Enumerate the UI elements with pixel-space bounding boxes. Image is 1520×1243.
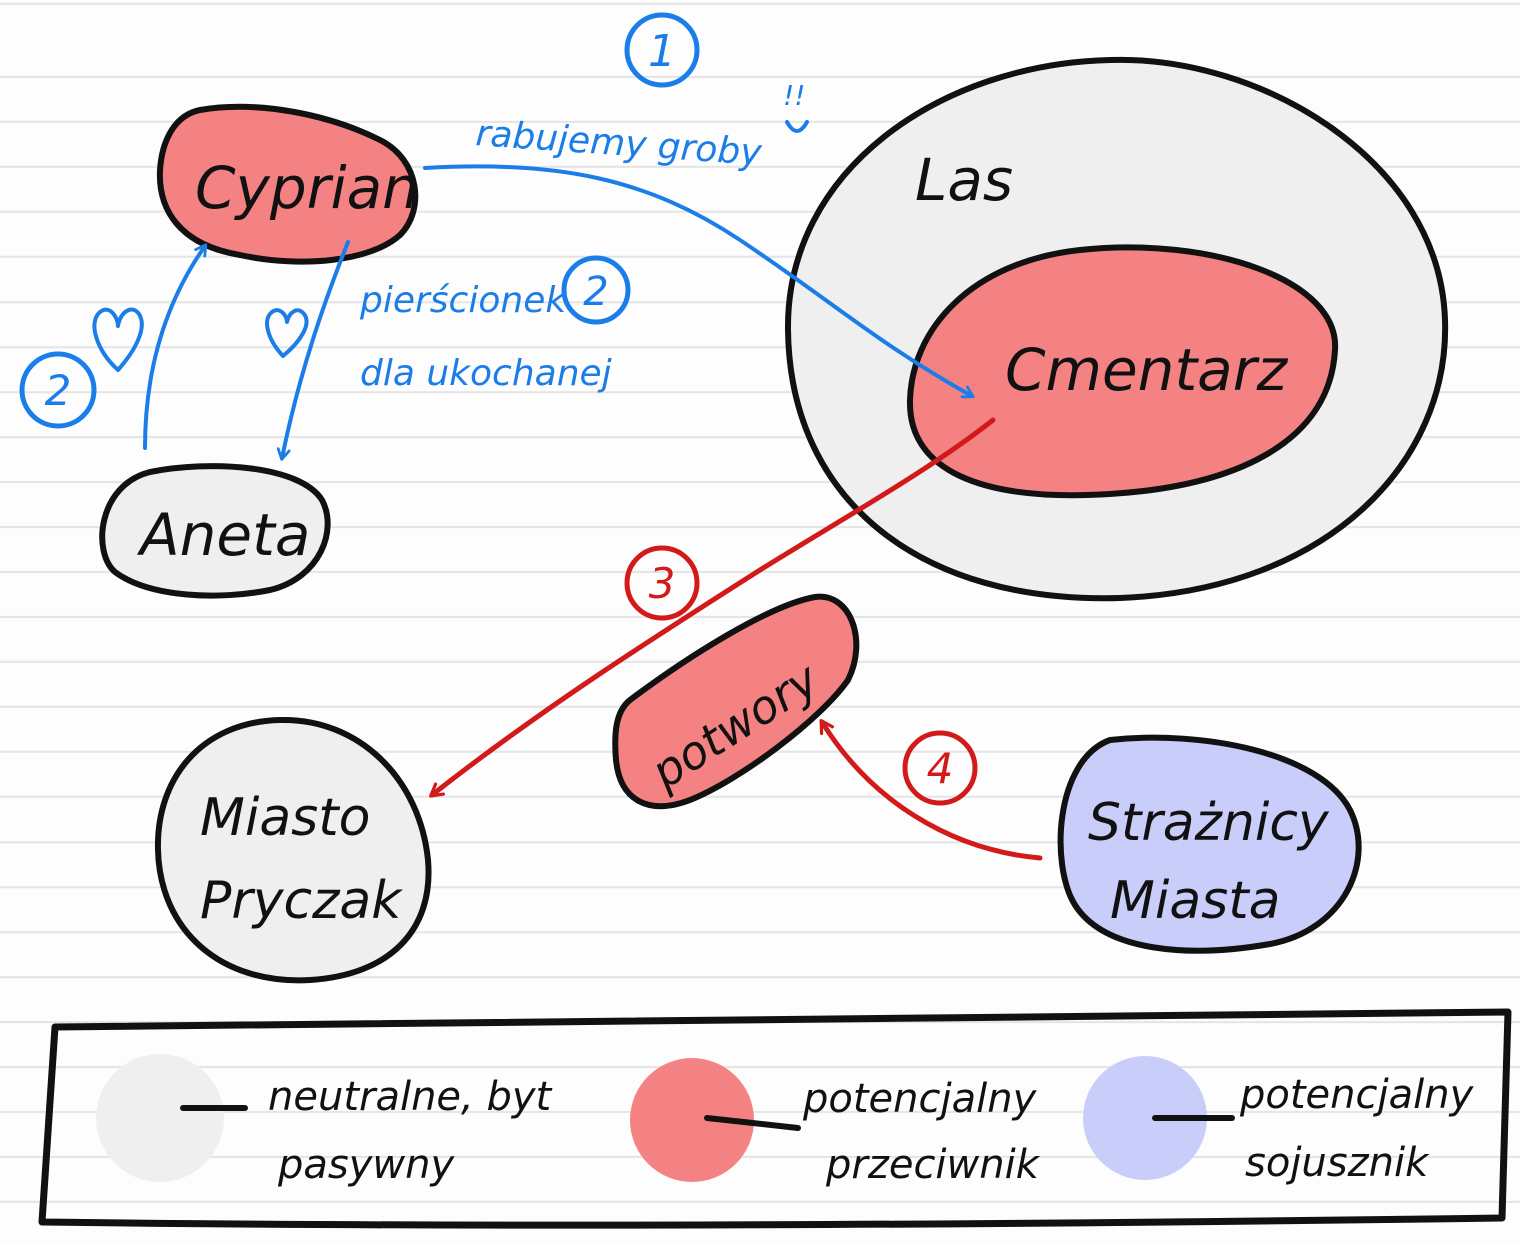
straznicy-label-line2: Miasta	[1110, 871, 1281, 931]
node-miasto-pryczak: Miasto Pryczak	[154, 716, 432, 984]
cmentarz-shape	[906, 244, 1339, 499]
legend-item-enemy: potencjalny przeciwnik	[630, 1058, 1041, 1188]
cmentarz-label: Cmentarz	[1005, 336, 1289, 404]
potwory-shape	[612, 593, 860, 810]
badge-1	[624, 12, 700, 88]
arrow-straznicy-potwory	[819, 719, 1043, 861]
label-pierscionek-line2: dla ukochanej	[360, 353, 612, 394]
straznicy-label-line1: Strażnicy	[1088, 793, 1330, 853]
badge-3	[624, 545, 700, 621]
legend-swatch-ally	[1083, 1056, 1207, 1180]
edge-straznicy-potwory: 4	[819, 719, 1043, 861]
aneta-shape	[99, 463, 331, 599]
node-cyprian: Cyprian	[156, 103, 419, 265]
badge-2-top	[561, 255, 631, 325]
legend-dash-enemy	[704, 1115, 801, 1131]
node-potwory: potwory	[612, 593, 860, 810]
legend-enemy-line2: przeciwnik	[825, 1142, 1041, 1188]
badge-2-top-number: 2	[583, 269, 608, 315]
legend-swatch-neutral	[96, 1054, 224, 1182]
miasto-label-line2: Pryczak	[200, 871, 403, 931]
edge-cmentarz-miasto: 3	[429, 417, 996, 798]
badge-1-number: 1	[648, 26, 676, 77]
legend-box	[38, 1008, 1512, 1229]
legend: neutralne, byt pasywny potencjalny przec…	[38, 1008, 1512, 1229]
legend-enemy-line1: potencjalny	[802, 1076, 1038, 1122]
legend-item-neutral: neutralne, byt pasywny	[96, 1054, 553, 1188]
edge-pierscionek: pierścionek dla ukochanej 2	[265, 240, 631, 461]
legend-ally-line2: sojusznik	[1245, 1140, 1430, 1186]
straznicy-shape	[1057, 734, 1362, 954]
smile-icon	[785, 120, 809, 133]
aneta-label: Aneta	[136, 501, 310, 569]
badge-2-left	[19, 351, 97, 429]
node-aneta: Aneta	[99, 463, 331, 599]
miasto-shape	[154, 716, 432, 984]
cyprian-shape	[156, 103, 419, 265]
label-rabujemy: rabujemy groby	[474, 113, 763, 174]
legend-neutral-line1: neutralne, byt	[268, 1074, 553, 1120]
arrow-cyprian-cmentarz	[423, 164, 975, 399]
node-straznicy-miasta: Strażnicy Miasta	[1057, 734, 1362, 954]
legend-ally-line1: potencjalny	[1239, 1072, 1475, 1118]
node-cmentarz: Cmentarz	[906, 244, 1339, 499]
label-rabujemy-exclamation: !!	[783, 79, 805, 112]
las-label: Las	[915, 146, 1013, 214]
badge-4	[902, 730, 978, 806]
arrow-aneta-cyprian	[143, 243, 208, 450]
miasto-label-line1: Miasto	[200, 788, 370, 848]
badge-2-left-number: 2	[45, 366, 72, 415]
legend-item-ally: potencjalny sojusznik	[1083, 1056, 1475, 1186]
edge-aneta-cyprian: 2	[19, 243, 208, 450]
legend-neutral-line2: pasywny	[277, 1142, 455, 1188]
badge-4-number: 4	[927, 744, 954, 793]
cyprian-label: Cyprian	[195, 154, 419, 222]
label-pierscionek-line1: pierścionek	[359, 280, 568, 321]
arrow-cmentarz-miasto	[429, 417, 996, 798]
heart-icon	[92, 307, 144, 372]
arrow-cyprian-aneta	[276, 240, 350, 461]
badge-3-number: 3	[649, 559, 676, 608]
heart-icon	[265, 308, 309, 358]
legend-swatch-enemy	[630, 1058, 754, 1182]
